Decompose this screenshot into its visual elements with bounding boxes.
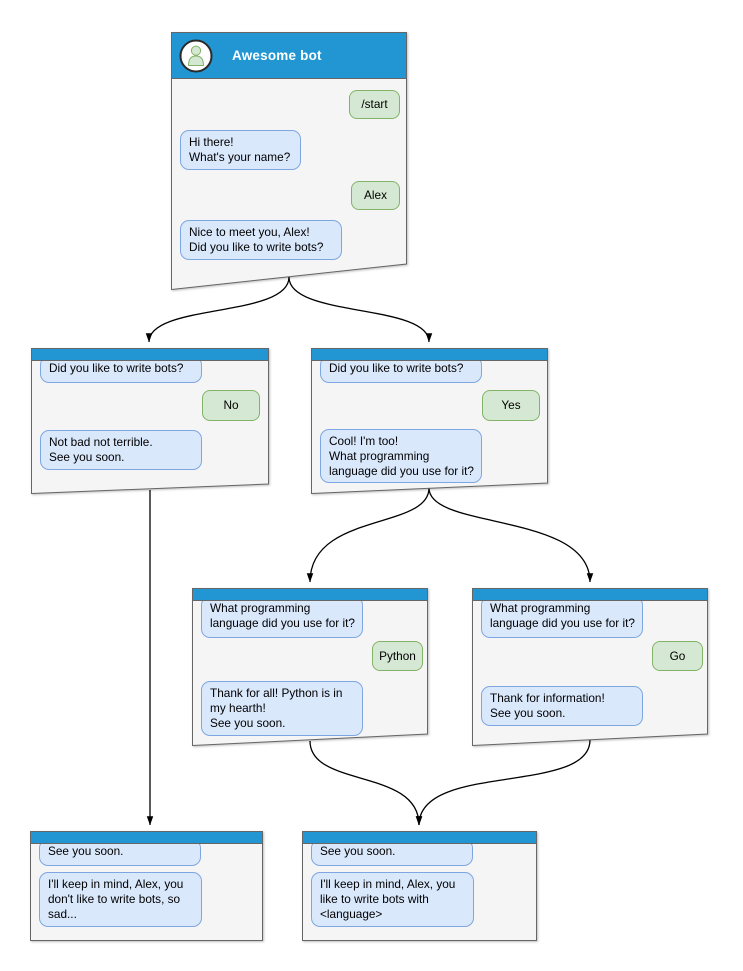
window-titlebar <box>31 348 269 361</box>
edge-root-to-no <box>145 276 290 343</box>
user-message-bubble: Python <box>372 641 423 671</box>
edge-yes-to-python <box>306 487 430 583</box>
window-titlebar <box>472 588 708 601</box>
bot-message-bubble: What programming language did you use fo… <box>201 596 363 638</box>
bot-message-bubble: Hi there! What's your name? <box>180 130 301 170</box>
window-titlebar <box>311 348 548 361</box>
bot-message-bubble: I'll keep in mind, Alex, you like to wri… <box>311 872 474 927</box>
chat-window-final-language: See you soon. I'll keep in mind, Alex, y… <box>302 831 537 941</box>
bot-avatar-icon <box>178 38 214 74</box>
chat-window-branch-no: Did you like to write bots? No Not bad n… <box>31 348 269 494</box>
chat-window-branch-yes: Did you like to write bots? Yes Cool! I'… <box>311 348 548 494</box>
user-message-bubble: Alex <box>351 181 400 210</box>
edge-python-to-final <box>309 740 423 826</box>
user-message-bubble: Yes <box>482 390 540 421</box>
bot-message-bubble: Thank for information! See you soon. <box>481 686 643 726</box>
chat-window-root: Awesome bot /start Hi there! What's your… <box>171 32 407 290</box>
edge-root-to-yes <box>288 276 433 343</box>
bot-message-bubble: Thank for all! Python is in my hearth! S… <box>201 681 363 736</box>
chat-window-branch-go: What programming language did you use fo… <box>472 588 708 746</box>
bot-message-bubble: Cool! I'm too! What programming language… <box>320 429 482 483</box>
window-titlebar <box>192 588 428 601</box>
user-message-bubble: /start <box>349 90 400 119</box>
bot-message-bubble: Not bad not terrible. See you soon. <box>40 430 202 470</box>
window-titlebar <box>302 831 537 844</box>
bot-message-bubble: Nice to meet you, Alex! Did you like to … <box>180 220 342 260</box>
edge-yes-to-go <box>428 487 594 583</box>
edge-go-to-final <box>415 739 591 826</box>
bot-message-bubble: What programming language did you use fo… <box>481 596 643 638</box>
bot-message-bubble: I'll keep in mind, Alex, you don't like … <box>39 872 202 927</box>
user-message-bubble: Go <box>652 641 703 671</box>
window-title: Awesome bot <box>232 48 322 63</box>
chat-window-final-no: See you soon. I'll keep in mind, Alex, y… <box>30 831 263 941</box>
window-titlebar <box>30 831 263 844</box>
chat-window-branch-python: What programming language did you use fo… <box>192 588 428 746</box>
user-message-bubble: No <box>202 390 260 421</box>
